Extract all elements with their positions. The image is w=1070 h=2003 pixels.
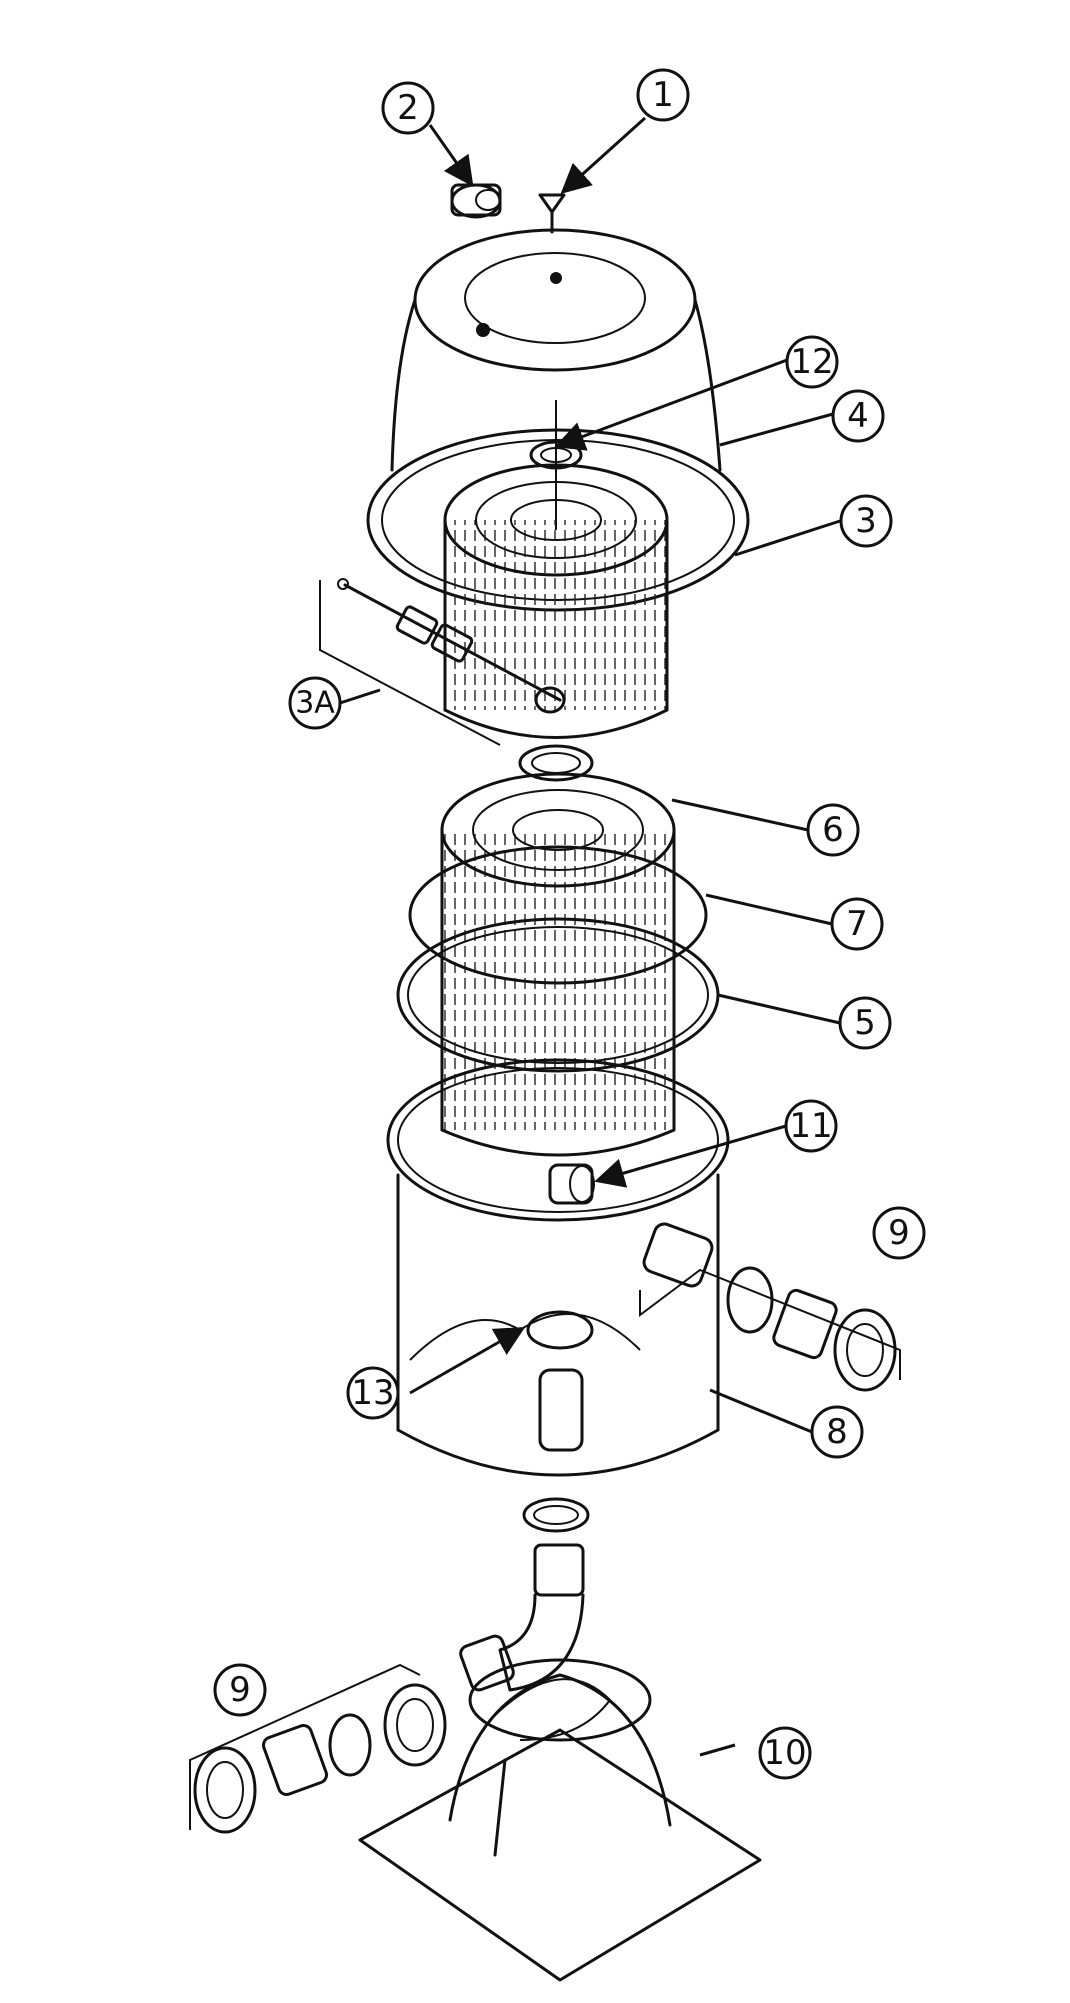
- callout-8-label: 8: [826, 1412, 848, 1452]
- callout-9-left-label: 9: [229, 1670, 251, 1710]
- callout-6: 6: [806, 803, 860, 857]
- part-valve-1: [538, 193, 566, 234]
- part-union-left-9: [189, 1663, 447, 1834]
- part-cap-2: [450, 183, 502, 219]
- part-fitting-11: [548, 1163, 595, 1205]
- part-union-right-9: [639, 1222, 901, 1392]
- callout-5: 5: [838, 996, 892, 1050]
- callout-3a: 3A: [288, 676, 342, 730]
- part-tank-8: [386, 1058, 730, 1477]
- callout-9-left: 9: [213, 1663, 267, 1717]
- callout-12-label: 12: [790, 342, 833, 382]
- callout-6-label: 6: [822, 810, 844, 850]
- callout-10-label: 10: [763, 1733, 806, 1773]
- callout-10: 10: [758, 1726, 812, 1780]
- callout-13: 13: [346, 1366, 400, 1420]
- callout-8: 8: [810, 1405, 864, 1459]
- part-clamp-bolt-3a: [319, 578, 566, 746]
- callout-2: 2: [381, 81, 435, 135]
- callout-4-label: 4: [847, 396, 869, 436]
- callout-2-label: 2: [397, 88, 419, 128]
- callout-13-label: 13: [351, 1373, 394, 1413]
- callout-3-label: 3: [855, 501, 877, 541]
- part-base-10: [358, 1658, 762, 1982]
- callout-1-label: 1: [652, 75, 674, 115]
- callout-7: 7: [830, 897, 884, 951]
- callout-12: 12: [785, 335, 839, 389]
- part-gasket-lower: [522, 1497, 590, 1533]
- part-filter-cartridge-6: [440, 772, 676, 1157]
- callout-5-label: 5: [854, 1003, 876, 1043]
- callout-9-right: 9: [872, 1206, 926, 1260]
- callout-7-label: 7: [846, 904, 868, 944]
- callout-11: 11: [784, 1099, 838, 1153]
- part-band-7: [408, 845, 708, 985]
- callout-4: 4: [831, 389, 885, 443]
- leader-lines: [339, 116, 841, 1757]
- part-elbow: [459, 1543, 585, 1692]
- callout-9-right-label: 9: [888, 1213, 910, 1253]
- callout-11-label: 11: [789, 1106, 832, 1146]
- part-dome-lid-4: [390, 228, 722, 472]
- part-upper-cartridge: [443, 463, 669, 739]
- callout-3a-label: 3A: [295, 686, 335, 721]
- callout-3: 3: [839, 494, 893, 548]
- callout-1: 1: [636, 68, 690, 122]
